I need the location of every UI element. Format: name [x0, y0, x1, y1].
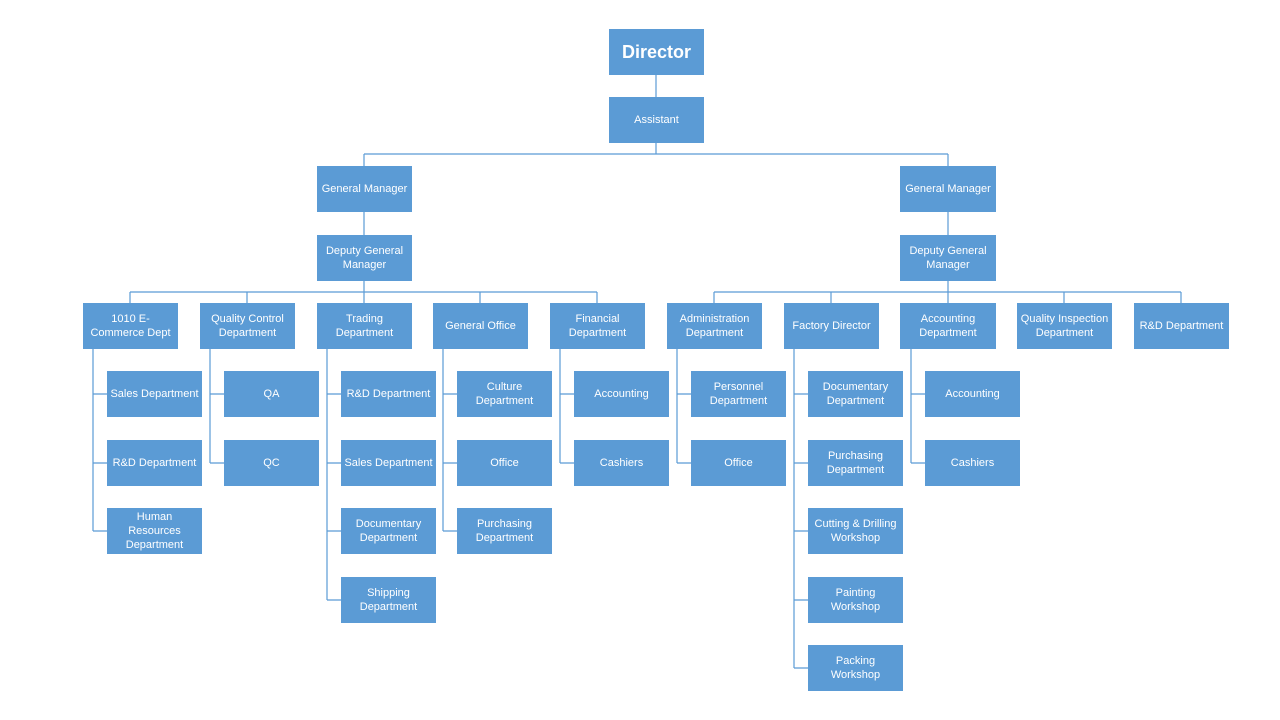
general-manager-left-box: General Manager [317, 166, 412, 212]
factory-director-box: Factory Director [784, 303, 879, 349]
packing-workshop-box: Packing Workshop [808, 645, 903, 691]
financial-cashiers-box: Cashiers [574, 440, 669, 486]
general-office-box: General Office [433, 303, 528, 349]
accounting-department-accounting-box: Accounting [925, 371, 1020, 417]
ecommerce-dept-box: 1010 E-Commerce Dept [83, 303, 178, 349]
cutting-drilling-workshop-box: Cutting & Drilling Workshop [808, 508, 903, 554]
deputy-general-manager-left-box: Deputy General Manager [317, 235, 412, 281]
trading-documentary-department-box: Documentary Department [341, 508, 436, 554]
trading-department-box: Trading Department [317, 303, 412, 349]
administration-department-box: Administration Department [667, 303, 762, 349]
trading-sales-department-box: Sales Department [341, 440, 436, 486]
general-office-office-box: Office [457, 440, 552, 486]
financial-department-box: Financial Department [550, 303, 645, 349]
ecommerce-rd-department-box: R&D Department [107, 440, 202, 486]
director-box: Director [609, 29, 704, 75]
qc-box: QC [224, 440, 319, 486]
ecommerce-sales-department-box: Sales Department [107, 371, 202, 417]
assistant-box: Assistant [609, 97, 704, 143]
accounting-department-cashiers-box: Cashiers [925, 440, 1020, 486]
general-office-purchasing-box: Purchasing Department [457, 508, 552, 554]
culture-department-box: Culture Department [457, 371, 552, 417]
trading-shipping-department-box: Shipping Department [341, 577, 436, 623]
administration-office-box: Office [691, 440, 786, 486]
quality-control-department-box: Quality Control Department [200, 303, 295, 349]
right-rd-department-box: R&D Department [1134, 303, 1229, 349]
trading-rd-department-box: R&D Department [341, 371, 436, 417]
qa-box: QA [224, 371, 319, 417]
financial-accounting-box: Accounting [574, 371, 669, 417]
factory-documentary-department-box: Documentary Department [808, 371, 903, 417]
ecommerce-human-resources-box: Human Resources Department [107, 508, 202, 554]
personnel-department-box: Personnel Department [691, 371, 786, 417]
factory-purchasing-department-box: Purchasing Department [808, 440, 903, 486]
quality-inspection-department-box: Quality Inspection Department [1017, 303, 1112, 349]
deputy-general-manager-right-box: Deputy General Manager [900, 235, 996, 281]
accounting-department-box: Accounting Department [900, 303, 996, 349]
general-manager-right-box: General Manager [900, 166, 996, 212]
painting-workshop-box: Painting Workshop [808, 577, 903, 623]
